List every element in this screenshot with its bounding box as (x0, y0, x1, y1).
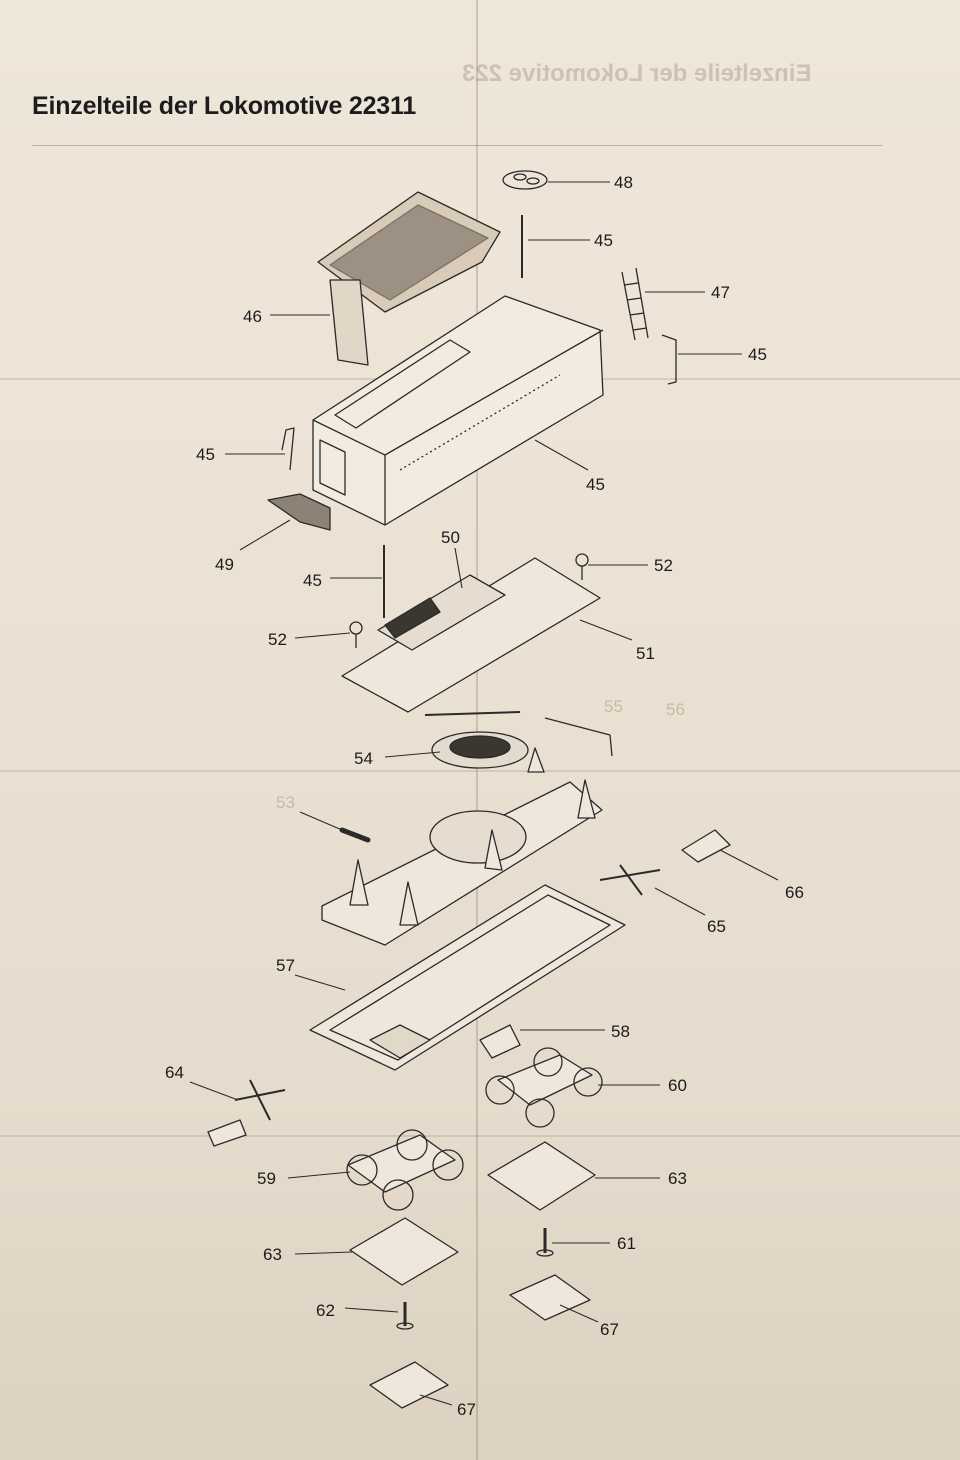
part-label: 67 (457, 1400, 476, 1419)
part-label: 58 (611, 1022, 630, 1041)
part-54-speaker-drawing (431, 731, 529, 769)
part-47-drawing (621, 267, 649, 341)
title-rule (32, 145, 882, 146)
page-title: Einzelteile der Lokomotive 22311 (32, 92, 417, 120)
part-label: 66 (785, 883, 804, 902)
part-label: 45 (748, 345, 767, 364)
part-label: 52 (654, 556, 673, 575)
part-46-drawing (317, 191, 501, 366)
part-51-board-drawing (341, 557, 601, 713)
part-label: 67 (600, 1320, 619, 1339)
part-label: 48 (614, 173, 633, 192)
part-label: 50 (441, 528, 460, 547)
chassis-weight-drawing (321, 747, 603, 946)
part-label: 60 (668, 1076, 687, 1095)
fold-line (476, 0, 478, 1460)
part-label: 61 (617, 1234, 636, 1253)
part-label: 46 (243, 307, 262, 326)
fold-line (0, 1135, 960, 1137)
screw-drawing (575, 553, 589, 580)
part-label: 62 (316, 1301, 335, 1320)
pin-drawing (396, 1302, 414, 1330)
pin-drawing (536, 1228, 554, 1257)
part-label: 45 (586, 475, 605, 494)
part-label: 52 (268, 630, 287, 649)
part-label: 49 (215, 555, 234, 574)
part-label: 45 (594, 231, 613, 250)
part-label: 53 (276, 793, 295, 812)
part-label: 64 (165, 1063, 184, 1082)
screw-drawing (349, 621, 363, 648)
part-48-drawing (502, 170, 548, 190)
part-59-bogie-drawing (346, 1129, 464, 1211)
part-label: 51 (636, 644, 655, 663)
part-label: 45 (196, 445, 215, 464)
part-label: 63 (668, 1169, 687, 1188)
part-57-frame-drawing (309, 884, 626, 1071)
part-label: 57 (276, 956, 295, 975)
part-label: 56 (666, 700, 685, 719)
part-45-body-drawing (312, 295, 604, 526)
part-label: 59 (257, 1169, 276, 1188)
part-label: 55 (604, 697, 623, 716)
part-label: 47 (711, 283, 730, 302)
fold-line (0, 770, 960, 772)
part-label: 65 (707, 917, 726, 936)
part-label: 63 (263, 1245, 282, 1264)
part-60-bogie-drawing (485, 1047, 603, 1128)
part-label: 54 (354, 749, 373, 768)
part-label: 45 (303, 571, 322, 590)
